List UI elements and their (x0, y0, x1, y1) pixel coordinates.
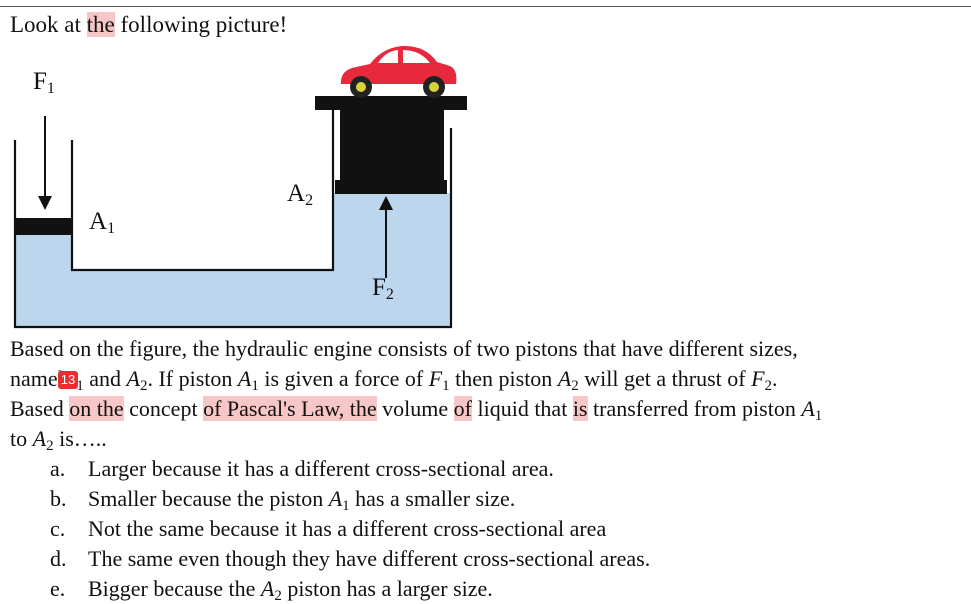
question-line-3: Based on the concept of Pascal's Law, th… (10, 396, 823, 424)
small-piston (15, 218, 73, 235)
answer-options: a.Larger because it has a different cros… (50, 454, 650, 604)
option-b[interactable]: b.Smaller because the piston A1 has a sm… (50, 486, 516, 514)
hydraulic-diagram (13, 45, 467, 329)
top-rule (0, 6, 971, 7)
annotation-badge: 13 (57, 371, 79, 389)
force1-arrowhead (38, 196, 52, 210)
large-piston-base (335, 180, 447, 194)
area1-label: A1 (89, 208, 116, 237)
option-d[interactable]: d.The same even though they have differe… (50, 546, 651, 571)
car-window-rear (403, 50, 430, 63)
question-line-1: Based on the figure, the hydraulic engin… (10, 336, 798, 361)
car (340, 45, 457, 98)
area2-label: A2 (287, 180, 314, 209)
car-window-front (378, 50, 398, 63)
car-body (340, 45, 457, 84)
highlight: the (86, 12, 115, 37)
question-line-2: namel131 and A2. If piston A1 is given a… (10, 366, 778, 394)
intro-text: Look at the following picture! (10, 12, 288, 37)
question-line-4: to A2 is….. (10, 426, 107, 454)
question-text: Based on the figure, the hydraulic engin… (10, 334, 970, 454)
force1-label: F1 (33, 68, 55, 97)
option-a[interactable]: a.Larger because it has a different cros… (50, 456, 554, 481)
large-piston-body (340, 104, 444, 186)
force2-arrowhead (379, 196, 393, 210)
liquid (15, 193, 451, 327)
option-e[interactable]: e.Bigger because the A2 piston has a lar… (50, 576, 493, 604)
option-c[interactable]: c.Not the same because it has a differen… (50, 516, 607, 541)
container-wall-inner (70, 100, 335, 272)
force2-label: F2 (372, 274, 394, 303)
hydraulic-figure: F1 A1 A2 F2 (0, 40, 971, 340)
